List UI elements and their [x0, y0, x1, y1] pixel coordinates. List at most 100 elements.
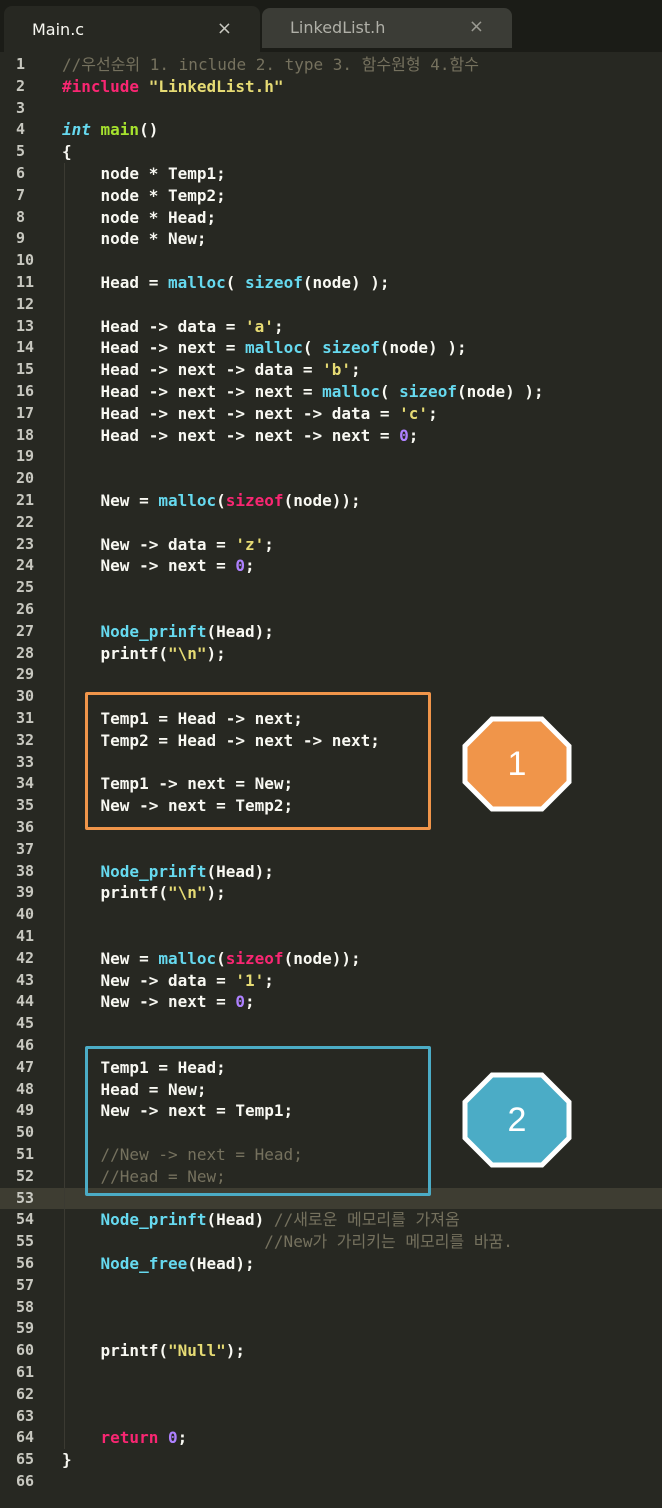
code-line[interactable]: 19	[0, 446, 662, 468]
code-line[interactable]: 65}	[0, 1449, 662, 1471]
line-number: 55	[16, 1232, 35, 1251]
code-token: ;	[351, 360, 361, 380]
code-line[interactable]: 15 Head -> next -> data = 'b';	[0, 359, 662, 381]
code-token: ()	[139, 120, 159, 140]
code-line[interactable]: 33	[0, 752, 662, 774]
code-line[interactable]: 44 New -> next = 0;	[0, 991, 662, 1013]
code-line[interactable]: 60 printf("Null");	[0, 1340, 662, 1362]
code-line[interactable]: 3	[0, 98, 662, 120]
line-number: 39	[16, 883, 35, 902]
code-line[interactable]: 13 Head -> data = 'a';	[0, 316, 662, 338]
code-line[interactable]: 26	[0, 599, 662, 621]
code-line[interactable]: 59	[0, 1318, 662, 1340]
code-text: Head = New;	[62, 1079, 207, 1101]
line-number: 26	[16, 600, 35, 618]
code-line[interactable]: 1//우선순위 1. include 2. type 3. 함수원형 4.함수	[0, 54, 662, 76]
code-line[interactable]: 35 New -> next = Temp2;	[0, 795, 662, 817]
code-line[interactable]: 8 node * Head;	[0, 207, 662, 229]
code-line[interactable]: 16 Head -> next -> next = malloc( sizeof…	[0, 381, 662, 403]
code-token: Head -> next -> next =	[62, 382, 323, 401]
close-icon[interactable]: ×	[216, 18, 232, 39]
code-line[interactable]: 42 New = malloc(sizeof(node));	[0, 948, 662, 970]
code-token: Temp1 = Head -> next;	[62, 709, 303, 728]
tab-main-c[interactable]: Main.c ×	[4, 6, 260, 52]
code-line[interactable]: 9 node * New;	[0, 228, 662, 250]
code-token: sizeof	[225, 948, 284, 968]
code-line[interactable]: 55 //New가 가리키는 메모리를 바꿈.	[0, 1231, 662, 1253]
code-text: Head -> next -> data = 'b';	[62, 359, 361, 381]
code-line[interactable]: 61	[0, 1362, 662, 1384]
code-line[interactable]: 12	[0, 294, 662, 316]
code-token: Head -> data =	[62, 316, 246, 336]
code-line[interactable]: 6 node * Temp1;	[0, 163, 662, 185]
code-line[interactable]: 49 New -> next = Temp1;	[0, 1100, 662, 1122]
code-token: Head -> next -> next -> data =	[62, 403, 400, 423]
line-number: 58	[16, 1297, 35, 1316]
code-line[interactable]: 32 Temp2 = Head -> next -> next;	[0, 730, 662, 752]
code-text: //우선순위 1. include 2. type 3. 함수원형 4.함수	[62, 54, 479, 76]
code-line[interactable]: 28 printf("\n");	[0, 643, 662, 665]
code-token: (node));	[283, 948, 361, 968]
code-token: //New가 가리키는 메모리를 바꿈.	[62, 1232, 513, 1252]
code-line[interactable]: 18 Head -> next -> next -> next = 0;	[0, 425, 662, 447]
code-token: node * Temp1;	[62, 164, 226, 183]
code-line[interactable]: 24 New -> next = 0;	[0, 555, 662, 577]
code-token: ;	[245, 556, 255, 576]
code-line[interactable]: 30	[0, 686, 662, 708]
code-line[interactable]: 25	[0, 577, 662, 599]
code-line[interactable]: 64 return 0;	[0, 1427, 662, 1449]
code-line[interactable]: 23 New -> data = 'z';	[0, 534, 662, 556]
code-line[interactable]: 40	[0, 904, 662, 926]
code-line[interactable]: 56 Node_free(Head);	[0, 1253, 662, 1275]
code-line[interactable]: 22	[0, 512, 662, 534]
code-line[interactable]: 29	[0, 664, 662, 686]
code-token: 'z'	[235, 534, 265, 554]
code-line[interactable]: 66	[0, 1471, 662, 1493]
tab-linkedlist-h[interactable]: LinkedList.h ×	[262, 8, 512, 48]
code-line[interactable]: 5{	[0, 141, 662, 163]
code-line[interactable]: 37	[0, 839, 662, 861]
code-line[interactable]: 14 Head -> next = malloc( sizeof(node) )…	[0, 337, 662, 359]
code-line[interactable]: 7 node * Temp2;	[0, 185, 662, 207]
code-line[interactable]: 63	[0, 1406, 662, 1428]
code-text: //New가 가리키는 메모리를 바꿈.	[62, 1231, 513, 1253]
line-number: 42	[16, 948, 35, 967]
code-line[interactable]: 34 Temp1 -> next = New;	[0, 773, 662, 795]
code-line[interactable]: 10	[0, 250, 662, 272]
code-line[interactable]: 47 Temp1 = Head;	[0, 1057, 662, 1079]
code-token: Head -> next -> next -> next =	[62, 425, 400, 445]
close-icon[interactable]: ×	[468, 16, 484, 37]
code-text: New -> data = 'z';	[62, 534, 274, 556]
indent-guide	[64, 163, 65, 1450]
code-line[interactable]: 2#include "LinkedList.h"	[0, 76, 662, 98]
code-token: (node) );	[456, 382, 544, 401]
code-line[interactable]: 62	[0, 1384, 662, 1406]
code-line[interactable]: 41	[0, 926, 662, 948]
code-line[interactable]: 54 Node_prinft(Head) //새로운 메모리를 가져옴	[0, 1209, 662, 1231]
code-line[interactable]: 50	[0, 1122, 662, 1144]
code-line[interactable]: 39 printf("\n");	[0, 882, 662, 904]
line-number: 21	[16, 491, 35, 509]
code-line[interactable]: 38 Node_prinft(Head);	[0, 861, 662, 883]
code-line[interactable]: 57	[0, 1275, 662, 1297]
line-number: 43	[16, 970, 35, 989]
code-line[interactable]: 27 Node_prinft(Head);	[0, 621, 662, 643]
code-line[interactable]: 21 New = malloc(sizeof(node));	[0, 490, 662, 512]
code-line[interactable]: 52 //Head = New;	[0, 1166, 662, 1188]
code-line[interactable]: 46	[0, 1035, 662, 1057]
code-line[interactable]: 58	[0, 1297, 662, 1319]
code-text: Node_prinft(Head) //새로운 메모리를 가져옴	[62, 1209, 460, 1231]
code-line[interactable]: 48 Head = New;	[0, 1079, 662, 1101]
code-line[interactable]: 45	[0, 1013, 662, 1035]
code-line[interactable]: 11 Head = malloc( sizeof(node) );	[0, 272, 662, 294]
code-token: sizeof	[225, 491, 284, 510]
code-line[interactable]: 31 Temp1 = Head -> next;	[0, 708, 662, 730]
code-line[interactable]: 20	[0, 468, 662, 490]
code-line[interactable]: 51 //New -> next = Head;	[0, 1144, 662, 1166]
code-line[interactable]: 36	[0, 817, 662, 839]
code-line[interactable]: 17 Head -> next -> next -> data = 'c';	[0, 403, 662, 425]
code-text: #include "LinkedList.h"	[62, 76, 284, 98]
code-line[interactable]: 43 New -> data = '1';	[0, 970, 662, 992]
